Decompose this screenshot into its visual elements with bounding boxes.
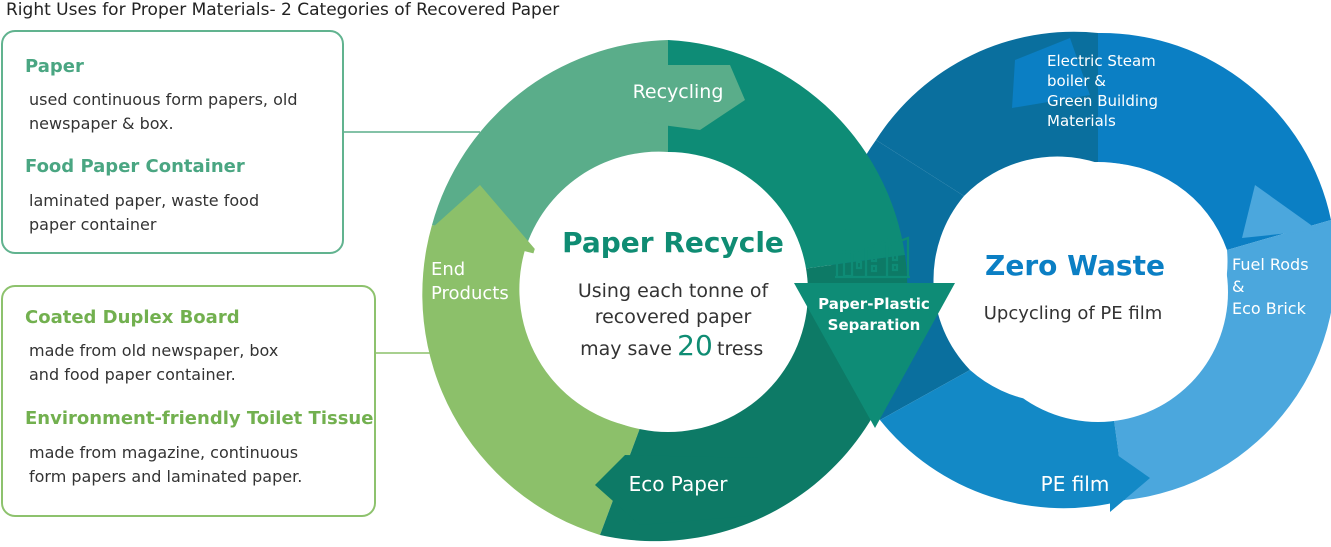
stage-label-fuel-1: Fuel Rods — [1232, 255, 1309, 274]
category-desc-toilet-tissue: made from magazine, continuous form pape… — [29, 443, 303, 486]
separation-arrow — [794, 283, 955, 428]
stage-label-boiler-1: Electric Steam — [1047, 52, 1156, 70]
separation-label-2: Separation — [828, 316, 921, 334]
category-heading-duplex-board: Coated Duplex Board — [25, 307, 240, 328]
stage-label-boiler-2: boiler & — [1047, 72, 1106, 90]
ring-segment-recycling — [432, 40, 668, 250]
stage-label-pe-film: PE film — [1041, 472, 1110, 496]
separation-label-1: Paper-Plastic — [818, 295, 930, 313]
arrow-head-eco-paper — [595, 455, 760, 525]
category-box-mixed-paper: Paper used continuous form papers, old n… — [1, 30, 344, 254]
arrow-head-end-products — [432, 185, 540, 255]
factory-icon — [835, 226, 910, 279]
zero-waste-title: Zero Waste — [985, 249, 1165, 282]
stage-label-recycling: Recycling — [633, 81, 724, 103]
arrow-head-boiler — [1012, 38, 1090, 108]
page-title: Right Uses for Proper Materials- 2 Categ… — [6, 0, 560, 20]
category-heading-paper: Paper — [25, 56, 84, 77]
category-heading-toilet-tissue: Environment-friendly Toilet Tissue — [25, 408, 374, 429]
ring-segment-fuel — [1110, 220, 1331, 500]
arrow-head-recycling — [625, 65, 745, 130]
stage-label-fuel-3: Eco Brick — [1232, 299, 1307, 318]
stage-label-boiler-3: Green Building — [1047, 92, 1158, 110]
zero-waste-center — [968, 162, 1228, 422]
paper-recycle-line-1: Using each tonne of — [578, 280, 770, 302]
zero-waste-subtitle: Upcycling of PE film — [984, 303, 1163, 324]
ring-segment-end-products — [422, 225, 640, 535]
paper-recycle-line-3-suffix: tress — [717, 338, 763, 360]
paper-recycle-title: Paper Recycle — [562, 226, 784, 259]
category-heading-food-container: Food Paper Container — [25, 156, 245, 177]
paper-recycle-center — [528, 152, 808, 432]
stage-label-end: End — [431, 259, 465, 280]
stage-label-eco-paper: Eco Paper — [629, 472, 729, 496]
stage-label-boiler-4: Materials — [1047, 112, 1116, 130]
paper-recycle-line-3-prefix: may save — [580, 338, 672, 360]
category-desc-food-container: laminated paper, waste food paper contai… — [29, 191, 260, 234]
saved-trees-number: 20 — [677, 329, 713, 362]
stage-label-fuel-2: & — [1232, 277, 1244, 296]
category-box-products: Coated Duplex Board made from old newspa… — [1, 285, 376, 517]
category-desc-duplex-board: made from old newspaper, box and food pa… — [29, 341, 279, 384]
stage-label-products: Products — [431, 283, 509, 304]
category-desc-paper: used continuous form papers, old newspap… — [29, 90, 298, 133]
paper-recycle-line-2: recovered paper — [595, 306, 752, 328]
ring-segment-boiler — [1098, 32, 1331, 250]
arrow-head-fuel — [1242, 185, 1318, 238]
arrow-head-pe-film — [1110, 450, 1150, 512]
